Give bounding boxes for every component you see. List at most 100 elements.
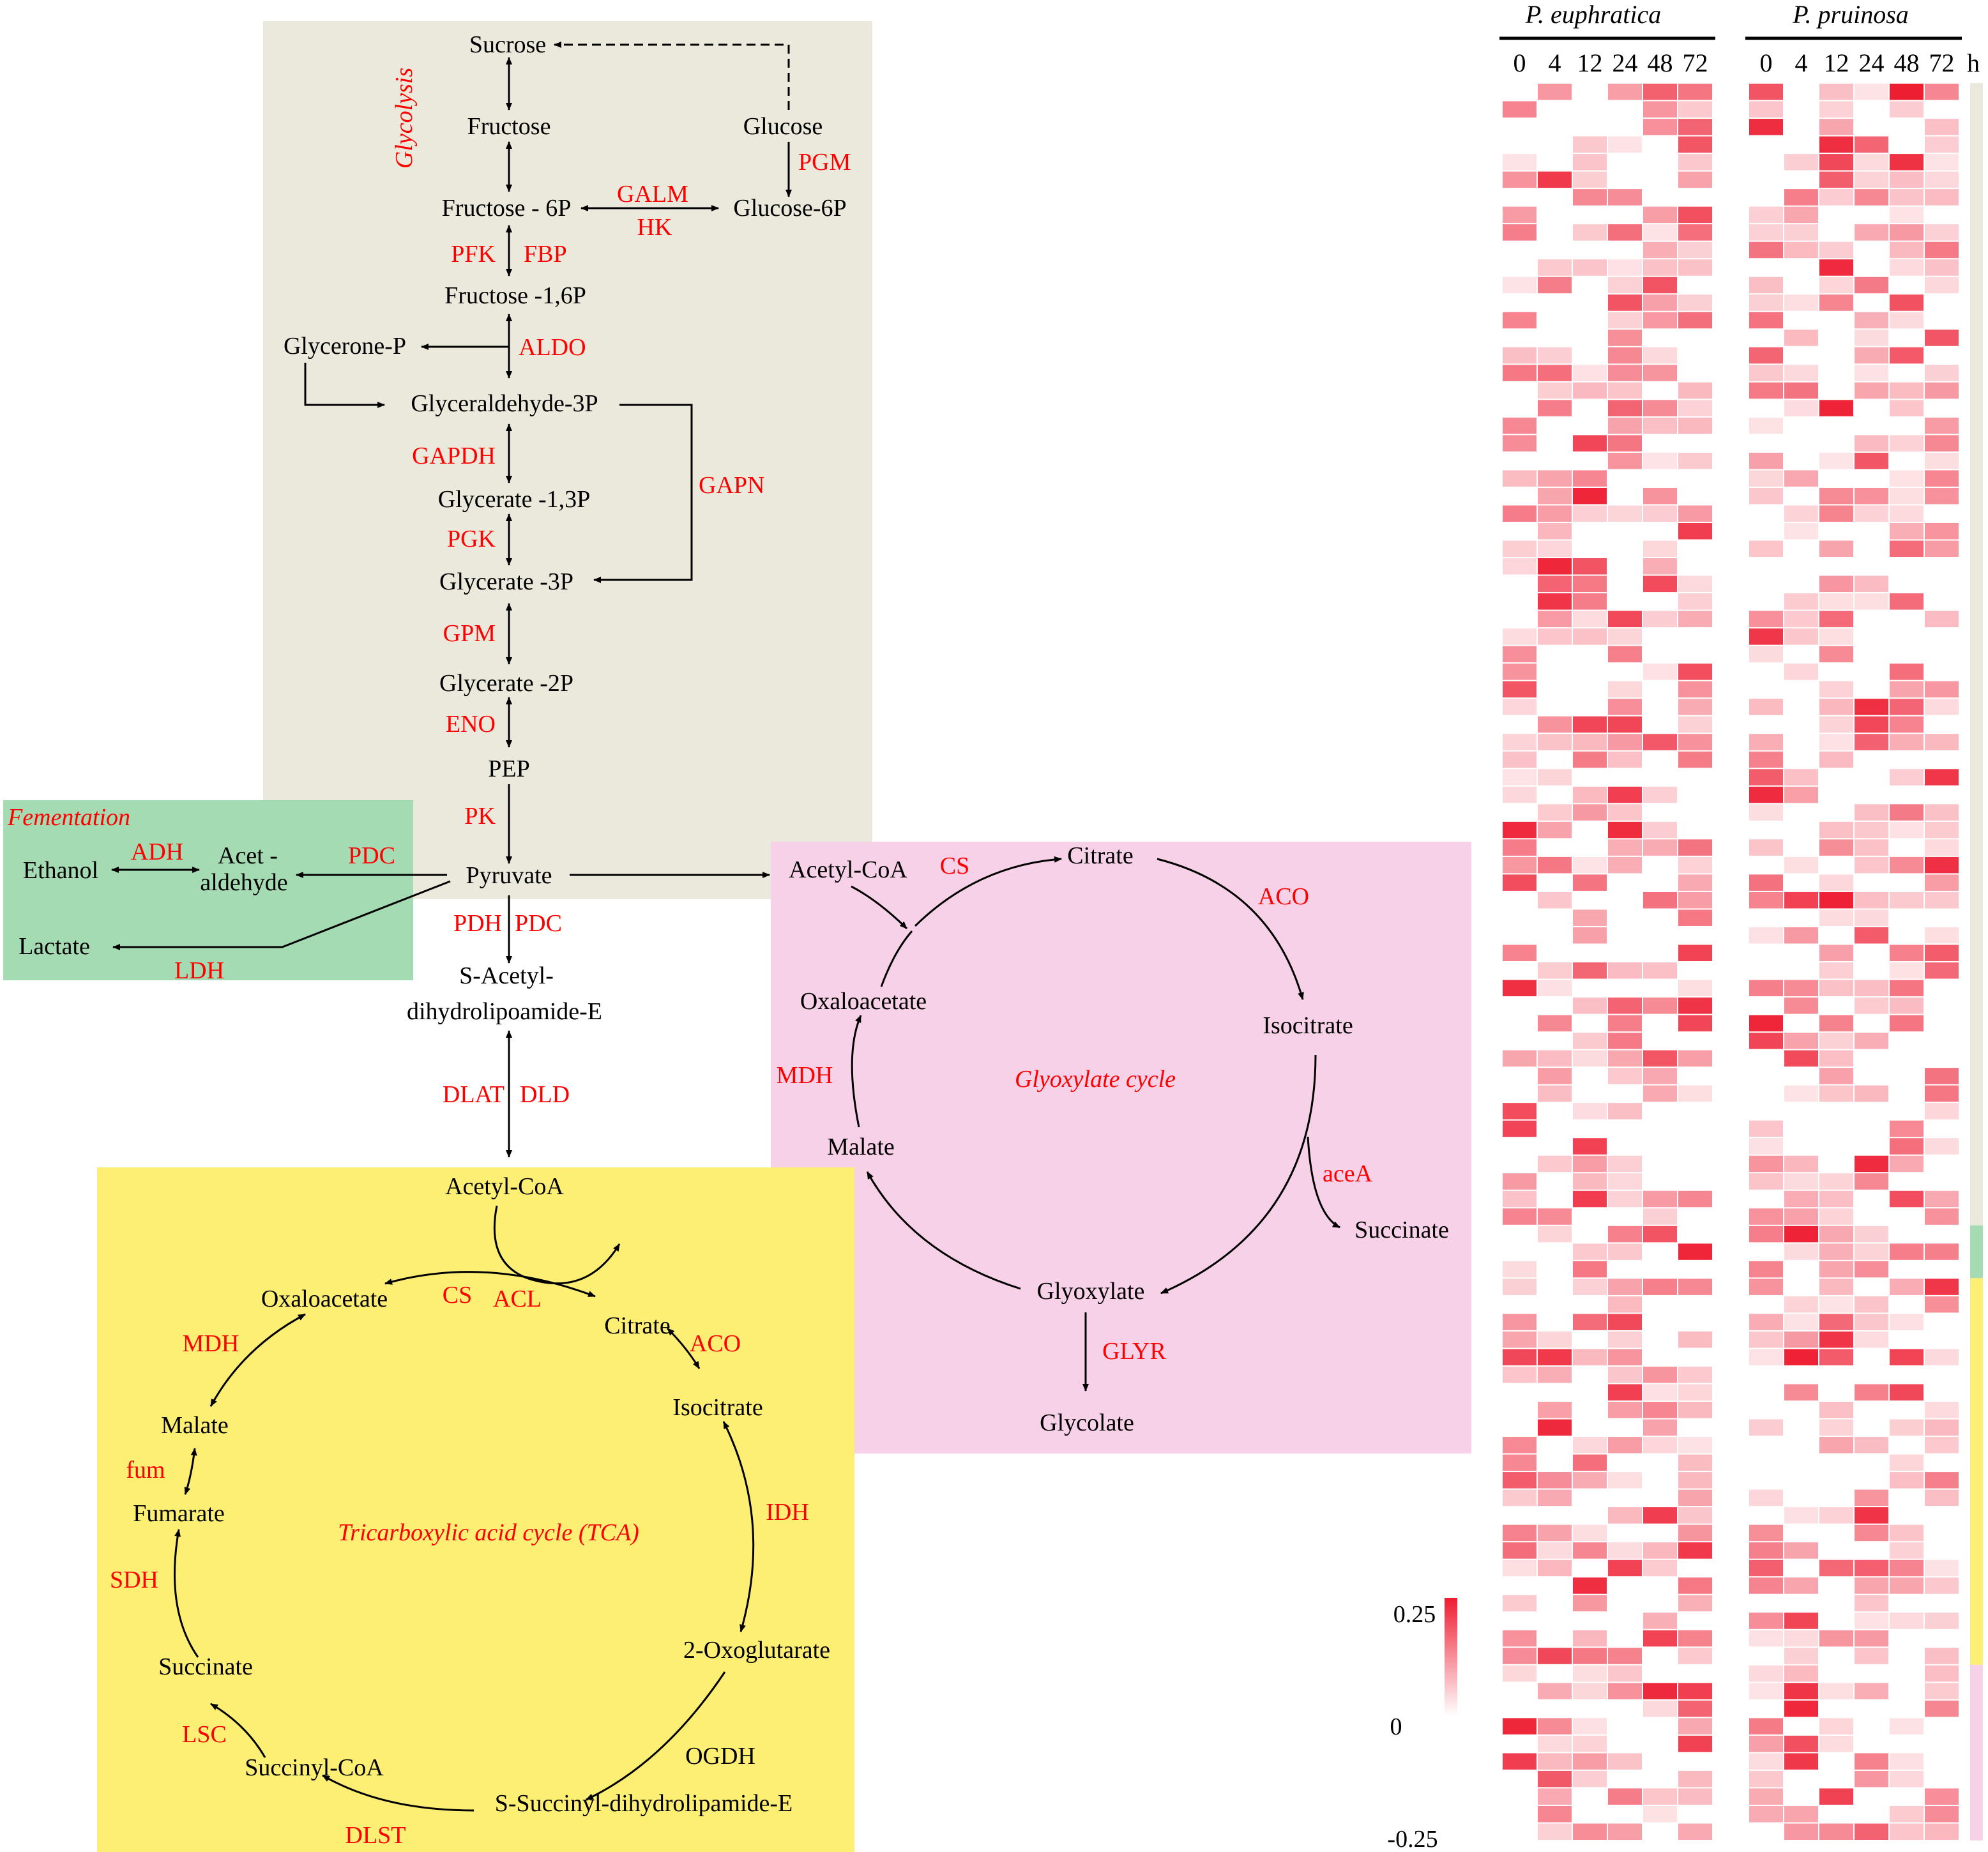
heatmap-cell	[1643, 365, 1677, 381]
heatmap-cell	[1784, 400, 1818, 416]
heatmap-cell	[1573, 1770, 1607, 1787]
heatmap-cell	[1503, 1050, 1537, 1067]
heatmap-cells	[1503, 84, 1959, 1840]
heatmap-cell	[1749, 277, 1783, 294]
heatmap-cell	[1855, 1384, 1888, 1400]
heatmap-cell	[1678, 1454, 1712, 1471]
enzyme-pdh: PDH	[453, 910, 502, 937]
heatmap-cell	[1855, 998, 1888, 1014]
heatmap-cell	[1925, 1085, 1959, 1102]
heatmap-cell	[1538, 84, 1572, 100]
metabolite-ethanol: Ethanol	[23, 857, 98, 884]
heatmap-cell	[1608, 998, 1642, 1014]
heatmap-cell	[1538, 1349, 1572, 1365]
heatmap-cell	[1503, 1489, 1537, 1507]
heatmap-cell	[1503, 171, 1537, 188]
heatmap-cell	[1819, 1630, 1853, 1647]
heatmap-cell	[1678, 101, 1712, 118]
heatmap-cell	[1890, 1718, 1924, 1734]
heatmap-cell	[1608, 1033, 1642, 1049]
timepoint-label: 72	[1929, 49, 1955, 77]
heatmap-cell	[1503, 1437, 1537, 1454]
heatmap-cell	[1608, 786, 1642, 803]
glyoxylate-panel	[771, 842, 1471, 1454]
heatmap-cell	[1573, 1173, 1607, 1190]
arrow-glyox-isocitrate-glyoxylate	[1160, 1054, 1317, 1294]
heatmap-cell	[1573, 1542, 1607, 1559]
heatmap-cell	[1678, 874, 1712, 891]
heatmap-cell	[1538, 1419, 1572, 1436]
heatmap-cell	[1643, 400, 1677, 416]
heatmap-cell	[1608, 1402, 1642, 1418]
heatmap-cell	[1573, 1683, 1607, 1699]
heatmap-cell	[1573, 505, 1607, 522]
heatmap-cell	[1678, 716, 1712, 733]
heatmap-cell	[1643, 558, 1677, 575]
heatmap-cell	[1503, 699, 1537, 715]
heatmap-cell	[1819, 1243, 1853, 1260]
heatmap-cell	[1890, 347, 1924, 364]
metabolite-glyceraldehyde-3p: Glyceraldehyde-3P	[411, 390, 598, 417]
heatmap-cell	[1784, 1243, 1818, 1260]
heatmap-cell	[1890, 470, 1924, 487]
heatmap-cell	[1538, 1015, 1572, 1032]
enzyme-pgk: PGK	[447, 526, 496, 552]
heatmap-cell	[1784, 786, 1818, 803]
heatmap-cell	[1608, 365, 1642, 381]
heatmap-cell	[1503, 751, 1537, 768]
pathway-color-bar	[1970, 83, 1983, 1841]
heatmap-cell	[1819, 892, 1853, 909]
heatmap-cell	[1855, 821, 1888, 839]
heatmap-cell	[1819, 821, 1853, 839]
heatmap-cell	[1643, 575, 1677, 593]
heatmap-cell	[1608, 84, 1642, 100]
heatmap-cell	[1784, 927, 1818, 944]
heatmap-cell	[1925, 681, 1959, 698]
heatmap-cell	[1573, 611, 1607, 628]
heatmap-cell	[1855, 716, 1888, 733]
heatmap-cell	[1890, 998, 1924, 1014]
heatmap-cell	[1819, 1015, 1853, 1032]
heatmap-cell	[1925, 1190, 1959, 1208]
heatmap-cell	[1608, 1384, 1642, 1400]
heatmap-cell	[1925, 435, 1959, 452]
heatmap-cell	[1784, 1823, 1818, 1840]
heatmap-cell	[1608, 505, 1642, 522]
heatmap-cell	[1819, 189, 1853, 206]
heatmap-cell	[1538, 1085, 1572, 1102]
enzyme-dld: DLD	[520, 1081, 570, 1108]
heatmap-cell	[1503, 435, 1537, 452]
heatmap-cell	[1538, 1542, 1572, 1559]
heatmap-cell	[1819, 101, 1853, 118]
heatmap-cell	[1925, 119, 1959, 135]
heatmap-cell	[1890, 259, 1924, 276]
heatmap-cell	[1573, 751, 1607, 768]
heatmap-cell	[1678, 400, 1712, 416]
heatmap-cell	[1749, 1015, 1783, 1032]
enzyme-dlat: DLAT	[443, 1081, 505, 1108]
heatmap-cell	[1643, 1560, 1677, 1577]
heatmap-cell	[1608, 681, 1642, 698]
heatmap-cell	[1503, 664, 1537, 680]
heatmap-cell	[1819, 400, 1853, 416]
heatmap-cell	[1538, 1472, 1572, 1489]
heatmap-cell	[1819, 628, 1853, 645]
heatmap-cell	[1503, 945, 1537, 961]
heatmap-cell	[1819, 452, 1853, 469]
heatmap-cell	[1573, 189, 1607, 206]
heatmap-cell	[1925, 1243, 1959, 1260]
heatmap-cell	[1643, 487, 1677, 505]
heatmap-cell	[1784, 365, 1818, 381]
heatmap-cell	[1819, 154, 1853, 171]
heatmap-cell	[1855, 1261, 1888, 1278]
heatmap-cell	[1749, 84, 1783, 100]
arrow-tca-oxoglutarate-ssuccinyl	[586, 1671, 726, 1801]
metabolite-pep: PEP	[488, 755, 529, 782]
heatmap-cell	[1503, 646, 1537, 663]
heatmap-cell	[1784, 1542, 1818, 1559]
heatmap-cell	[1678, 1050, 1712, 1067]
heatmap-cell	[1503, 1173, 1537, 1190]
heatmap-cell	[1643, 206, 1677, 224]
heatmap-cell	[1784, 1700, 1818, 1717]
heatmap-cell	[1784, 980, 1818, 997]
